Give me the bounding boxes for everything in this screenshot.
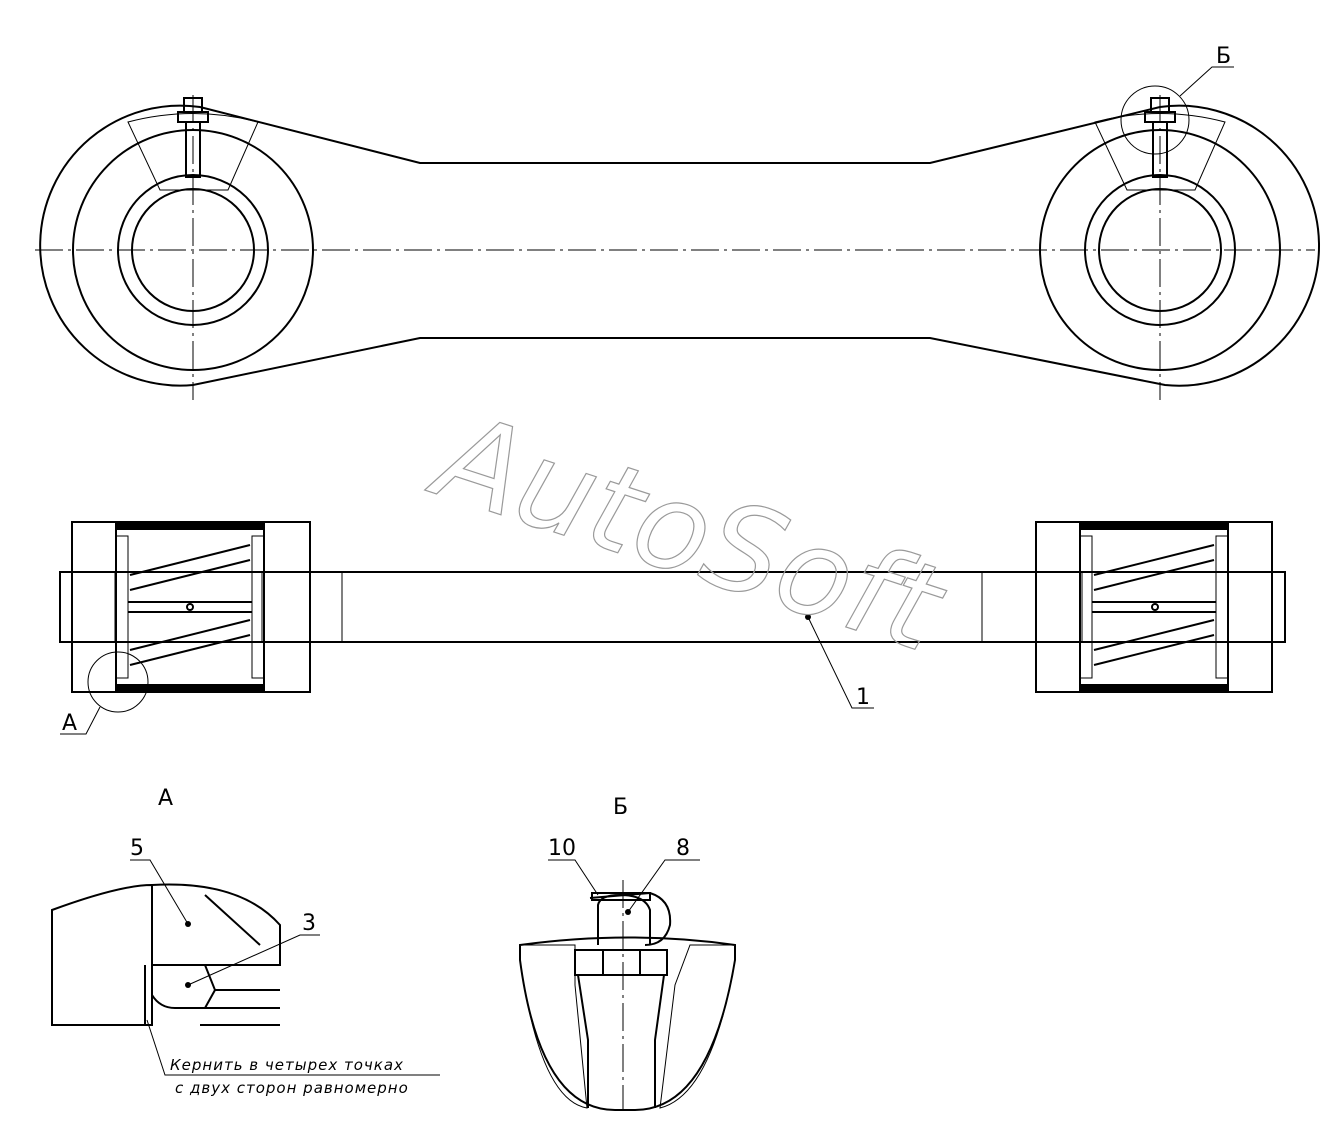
note-line-2: с двух сторон равномерно xyxy=(175,1079,409,1097)
callout-view-b: Б xyxy=(1216,44,1231,69)
detail-a-title: А xyxy=(158,786,173,811)
part-3-label: 3 xyxy=(302,911,316,936)
part-10-label: 10 xyxy=(548,836,576,861)
part-5-label: 5 xyxy=(130,836,144,861)
link-top-view: Б xyxy=(35,44,1320,400)
watermark: AutoSoft xyxy=(415,385,961,680)
link-side-section: А 1 xyxy=(59,521,1286,736)
detail-a: А 5 3 Кернить в четырех точках с двух ст… xyxy=(51,786,440,1097)
note-line-1: Кернить в четырех точках xyxy=(170,1056,404,1074)
detail-b-title: Б xyxy=(613,795,628,820)
detail-b: Б 10 8 xyxy=(519,795,736,1111)
part-8-label: 8 xyxy=(676,836,690,861)
callout-view-a: А xyxy=(62,711,77,736)
callout-part-1: 1 xyxy=(856,685,870,710)
